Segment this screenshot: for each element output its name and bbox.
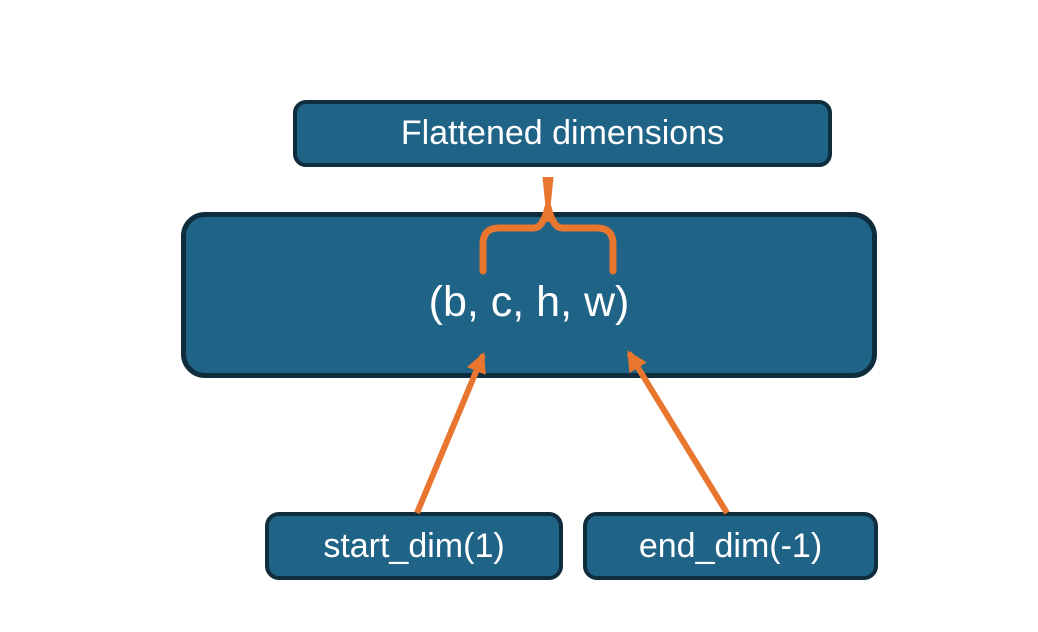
flattened-dimensions-box: Flattened dimensions bbox=[293, 100, 832, 167]
end-dim-box: end_dim(-1) bbox=[583, 512, 878, 580]
flattened-dimensions-label: Flattened dimensions bbox=[400, 114, 725, 152]
end-dim-label: end_dim(-1) bbox=[638, 526, 823, 565]
tensor-shape-box: (b, c, h, w) bbox=[181, 212, 877, 378]
start-dim-label: start_dim(1) bbox=[323, 526, 505, 565]
start-dim-arrow-icon bbox=[414, 352, 486, 515]
start-dim-box: start_dim(1) bbox=[265, 512, 563, 580]
tensor-shape-label: (b, c, h, w) bbox=[428, 277, 630, 326]
